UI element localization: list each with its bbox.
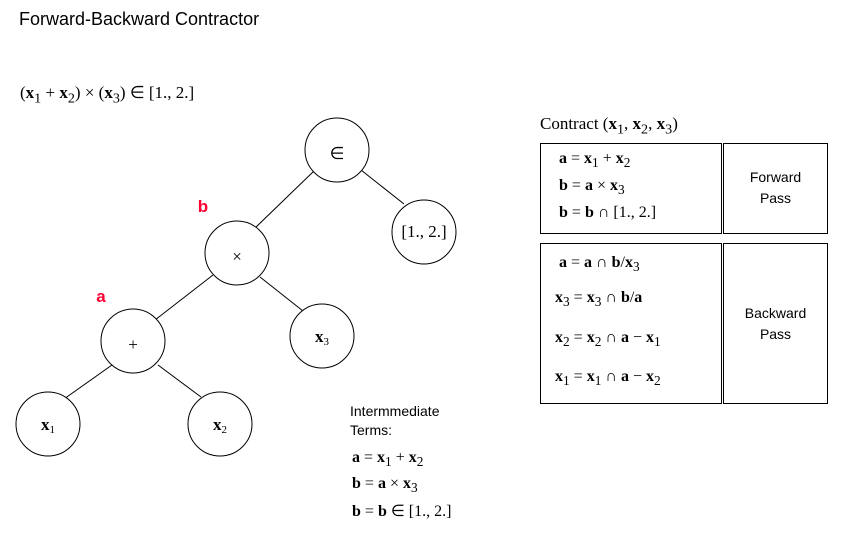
intermediate-eq-2: b = a × x3	[352, 475, 418, 496]
constraint-expression: (x1 + x2) × (x3) ∈ [1., 2.]	[20, 83, 195, 107]
edge-plus-x1	[63, 364, 113, 400]
edge-plus-x2	[157, 364, 202, 398]
edge-root-interval	[360, 169, 405, 205]
intermediate-eq-1: a = x1 + x2	[352, 449, 424, 470]
forward-eq-3: b = b ∩ [1., 2.]	[559, 204, 657, 221]
contract-header: Contract (x1, x2, x3)	[540, 114, 678, 138]
edge-root-times	[253, 169, 316, 230]
x2-label: x2	[213, 415, 227, 436]
intermediate-terms-label: Intermmediate Terms:	[350, 403, 440, 438]
forward-eq-2: b = a × x3	[559, 177, 625, 198]
backward-pass-box: Backward Pass	[723, 243, 828, 404]
intermediate-eq-3: b = b ∈ [1., 2.]	[352, 503, 452, 520]
forward-equations-box: a = x1 + x2 b = a × x3 b = b ∩ [1., 2.]	[540, 143, 722, 234]
backward-eq-1: a = a ∩ b/x3	[559, 254, 640, 275]
interval-label: [1., 2.]	[401, 222, 446, 241]
node-x1	[15, 391, 81, 457]
node-element-of	[304, 117, 370, 183]
diagram-title: Forward-Backward Contractor	[19, 9, 260, 29]
x1-label: x1	[41, 415, 55, 436]
label-a: a	[96, 287, 106, 306]
backward-equations-box: a = a ∩ b/x3 x3 = x3 ∩ b/a x2 = x2 ∩ a −…	[540, 243, 722, 404]
backward-eq-3: x2 = x2 ∩ a − x1	[555, 329, 661, 350]
node-interval	[391, 199, 457, 265]
element-of-symbol: ∈	[330, 144, 345, 163]
plus-symbol: +	[128, 335, 138, 354]
x3-label: x3	[315, 327, 330, 348]
node-times	[204, 220, 270, 286]
backward-eq-2: x3 = x3 ∩ b/a	[555, 289, 643, 310]
backward-eq-4: x1 = x1 ∩ a − x2	[555, 368, 661, 389]
label-b: b	[198, 197, 208, 216]
edge-times-plus	[154, 274, 214, 321]
times-symbol: ×	[232, 247, 242, 266]
forward-eq-1: a = x1 + x2	[559, 150, 631, 171]
node-x2	[187, 391, 253, 457]
node-x3	[289, 303, 355, 369]
forward-pass-box: Forward Pass	[723, 143, 828, 234]
node-plus	[100, 308, 166, 374]
backward-pass-label: Backward Pass	[744, 305, 807, 342]
edge-times-x3	[259, 276, 304, 312]
forward-pass-label: Forward Pass	[749, 169, 802, 206]
